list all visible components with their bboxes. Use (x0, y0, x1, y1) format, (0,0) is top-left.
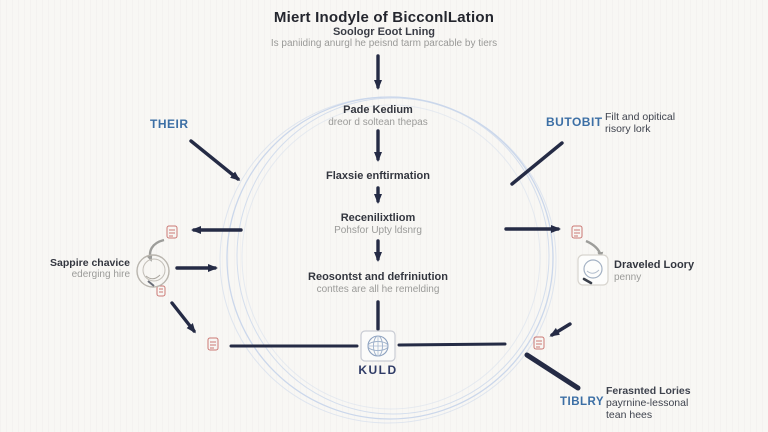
left-device-block: Sappire chavice ederging hire (18, 257, 130, 281)
red-stamps (156, 225, 583, 351)
diagram-tagline: Is paniiding anurgl he peisnd tarm parca… (270, 38, 498, 49)
right-bottom-label: TIBLRY (560, 396, 605, 408)
red-stamp-icon (156, 285, 166, 297)
orbit-rings (219, 96, 557, 424)
line-butobit-to-ring (510, 141, 564, 186)
arrow-their-to-ring (189, 139, 241, 181)
arrow-down-to-right-stamp (549, 322, 572, 337)
flow-step4-heading: Reosontst and defriniution (308, 271, 448, 283)
right-bottom-desc-line3: tean hees (606, 409, 653, 422)
curved-hooks (146, 238, 604, 262)
diagram-title: Miert Inodyle of BicconlLation (273, 9, 495, 26)
hub-label: KULD (358, 363, 398, 377)
flow-step1-heading: Pade Kedium (343, 104, 413, 116)
sketch-circle-icon (136, 254, 170, 288)
left-device-sub: ederging hire (71, 269, 130, 281)
left-top-label: THEIR (150, 117, 189, 131)
left-device-heading: Sappire chavice (50, 257, 130, 269)
red-stamp-icon (533, 336, 545, 350)
line-ring-to-tiblry (524, 352, 581, 391)
flow-step3-sub: Pohsfor Upty ldsnrg (334, 225, 422, 236)
right-bottom-desc: Ferasnted Lories payrnine-lessonal tean … (606, 385, 691, 421)
hub-connector-right (397, 342, 507, 347)
arrow-left-down-to-stamp (170, 301, 196, 334)
flow-step2-heading: Flaxsie enftirmation (326, 170, 430, 182)
side-arrows (170, 139, 581, 391)
globe-icon (360, 330, 396, 362)
red-stamp-icon (207, 337, 219, 351)
right-device-sub: penny (614, 271, 642, 283)
right-top-desc-line2: risory lork (605, 123, 651, 136)
right-bottom-desc-line2: payrnine-lessonal (606, 397, 689, 410)
right-bottom-desc-line1: Ferasnted Lories (606, 385, 691, 397)
right-device-heading: Draveled Loory (614, 259, 695, 271)
flow-step3-heading: Recenilixtliom (340, 212, 416, 224)
red-stamp-icon (571, 225, 583, 239)
red-stamp-icon (166, 225, 178, 239)
right-top-label: BUTOBIT (546, 115, 603, 129)
curved-arrow-icon (146, 238, 165, 262)
flow-step4-sub: conttes are all he remelding (316, 284, 440, 295)
sketch-box-icon (577, 254, 609, 286)
hub-connectors (229, 342, 507, 348)
flow-step1-sub: dreor d soltean thepas (328, 117, 428, 128)
right-device-block: Draveled Loory penny (614, 259, 694, 283)
right-top-desc: Filt and opitical risory lork (605, 111, 675, 135)
right-top-desc-line1: Filt and opitical (605, 111, 676, 123)
diagram-subtitle: Soologr Eoot Lning (332, 26, 436, 38)
